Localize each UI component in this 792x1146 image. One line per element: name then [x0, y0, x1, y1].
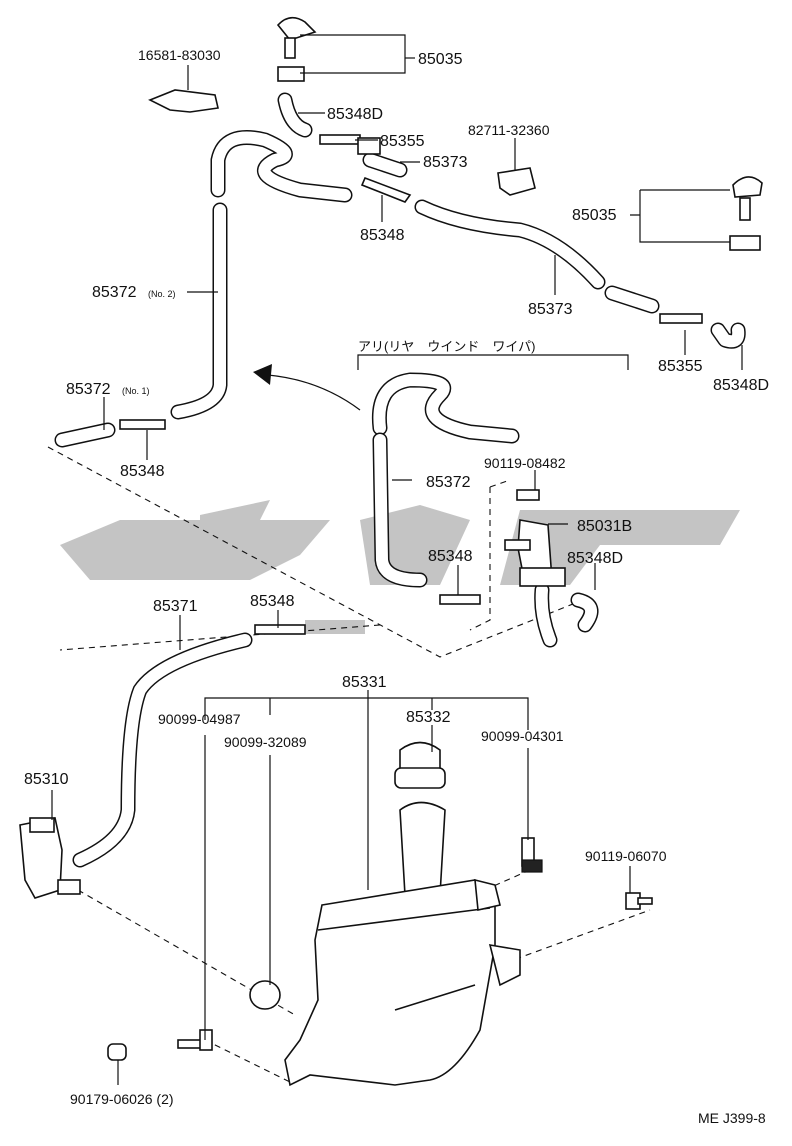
- label-rear-wiper: アリ(リヤ ウインド ワイパ): [358, 339, 535, 354]
- label-82711-32360: 82711-32360: [468, 122, 550, 138]
- label-no1: (No. 1): [122, 386, 150, 396]
- label-85373-mid: 85373: [528, 301, 573, 318]
- parts: [19, 16, 763, 1087]
- label-90099-32089: 90099-32089: [224, 734, 307, 750]
- label-85332: 85332: [406, 709, 451, 726]
- label-16581-83030: 16581-83030: [138, 47, 221, 63]
- dashed-lines: [47, 446, 651, 1083]
- part-labels: 85035 16581-83030 85348D 85355 82711-323…: [24, 47, 769, 1126]
- label-85310: 85310: [24, 771, 69, 788]
- label-85348-left: 85348: [120, 463, 165, 480]
- label-85371: 85371: [153, 598, 198, 615]
- label-85348-top: 85348: [360, 227, 405, 244]
- label-no2: (No. 2): [148, 289, 176, 299]
- hoses: [54, 92, 746, 868]
- label-85348d-top: 85348D: [327, 106, 383, 123]
- label-85372-no1: 85372: [66, 381, 111, 398]
- label-90119-08482: 90119-08482: [484, 455, 566, 471]
- leader-lines: [51, 34, 743, 1085]
- label-85372-mid: 85372: [426, 474, 471, 491]
- label-85031b: 85031B: [577, 518, 632, 535]
- label-90179-06026: 90179-06026 (2): [70, 1091, 174, 1107]
- label-90099-04301: 90099-04301: [481, 728, 564, 744]
- label-85331: 85331: [342, 674, 387, 691]
- label-85348d-mid: 85348D: [567, 550, 623, 567]
- label-85373-top: 85373: [423, 154, 468, 171]
- label-85348-mid: 85348: [428, 548, 473, 565]
- label-85035-right: 85035: [572, 207, 617, 224]
- label-85355-right: 85355: [658, 358, 703, 375]
- direction-arrow: [253, 364, 361, 411]
- label-85035-top: 85035: [418, 51, 463, 68]
- label-85348d-right: 85348D: [713, 377, 769, 394]
- label-85372-no2: 85372: [92, 284, 137, 301]
- label-90099-04987: 90099-04987: [158, 711, 241, 727]
- label-90119-06070: 90119-06070: [585, 848, 667, 864]
- diagram-code: ME J399-8: [698, 1110, 766, 1126]
- label-85355-top: 85355: [380, 133, 425, 150]
- label-85348-lower: 85348: [250, 593, 295, 610]
